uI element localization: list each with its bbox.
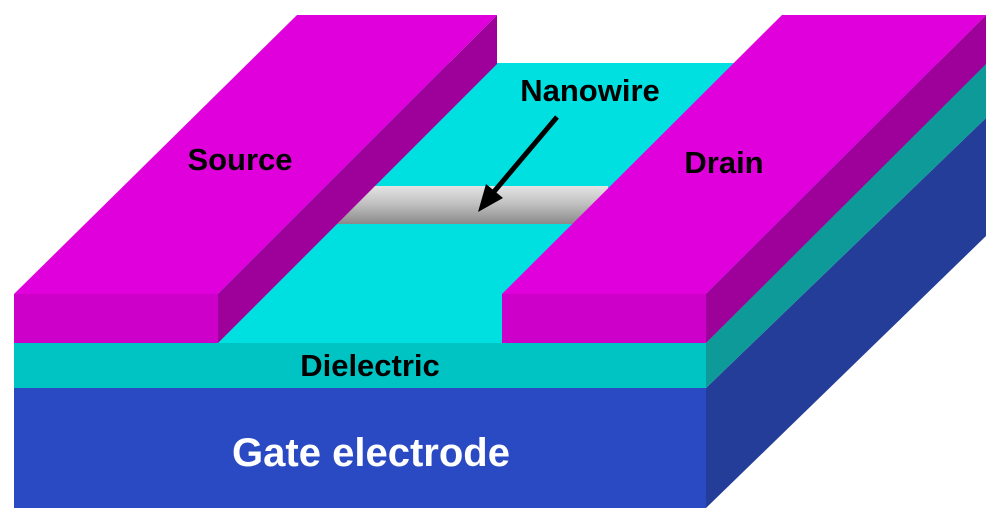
- nanowire-label: Nanowire: [520, 73, 660, 108]
- gate-electrode-label: Gate electrode: [232, 431, 510, 475]
- drain-electrode-top-face: [502, 15, 986, 294]
- drain-label: Drain: [684, 145, 763, 180]
- gate-electrode-front-face: [14, 388, 706, 508]
- dielectric-label: Dielectric: [300, 348, 440, 383]
- source-electrode-front-face: [14, 294, 218, 343]
- dielectric-front-face: [14, 343, 706, 388]
- gate-electrode-side-face: [706, 118, 986, 508]
- source-electrode-side-face: [218, 15, 497, 343]
- drain-electrode-side-face: [706, 15, 986, 343]
- source-label: Source: [187, 142, 292, 177]
- drain-electrode-front-face: [502, 294, 706, 343]
- dielectric-side-face: [706, 63, 986, 388]
- source-electrode-top-face: [14, 15, 497, 294]
- nanowire-arrow: [478, 115, 559, 212]
